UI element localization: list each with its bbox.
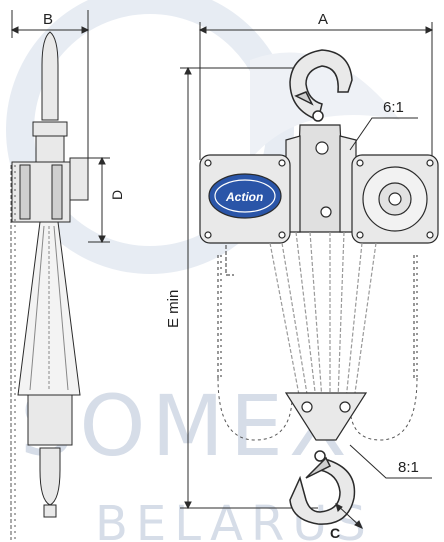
- dimension-e-min-label: E min: [165, 290, 182, 328]
- ratio-lower-leader: [349, 444, 432, 479]
- side-view-cone-line: [29, 225, 45, 391]
- dimension-a: [198, 22, 434, 160]
- dimension-c-label: C: [330, 525, 340, 541]
- side-view-bottom-hook: [39, 447, 61, 506]
- front-view-hand-chains: [217, 245, 418, 378]
- dimension-b: [10, 10, 90, 160]
- front-view-bottom-block: [284, 392, 368, 441]
- front-view-top-hook: [289, 49, 353, 122]
- hand-chain-slack-loops: [217, 377, 418, 441]
- ratio-upper-label: 6:1: [383, 99, 404, 116]
- side-view-chain-guide-right: [51, 164, 63, 220]
- load-chain-falls: [269, 231, 377, 401]
- dimension-c: [335, 503, 363, 529]
- hand-chain-left-link: [225, 245, 234, 276]
- side-view-chain-guide-left: [19, 164, 31, 220]
- top-hook-pin: [312, 110, 324, 122]
- dimension-d: [88, 156, 110, 244]
- brand-logo-text: Action: [225, 190, 263, 204]
- side-view-right-flange: [69, 157, 89, 201]
- side-view-hand-chain: [10, 165, 16, 540]
- front-view-frame: [285, 124, 357, 233]
- front-view-left-housing: [199, 154, 291, 244]
- side-view-top-nut: [32, 121, 68, 137]
- hand-wheel-hub: [388, 192, 402, 206]
- watermark-swoosh: [250, 52, 400, 160]
- side-view-bottom-block: [27, 394, 73, 446]
- dimension-b-label: B: [43, 11, 53, 28]
- side-view-cone-line: [53, 225, 69, 391]
- side-view: [11, 31, 89, 518]
- dimension-a-label: A: [318, 11, 328, 28]
- side-view-top-hook: [41, 31, 59, 121]
- side-view-bottom-hook-tip: [43, 504, 57, 518]
- watermark: SOMEX BELARUS: [6, 0, 400, 542]
- dimension-d-label: D: [109, 190, 125, 200]
- ratio-lower-label: 8:1: [398, 459, 419, 476]
- ratio-upper-leader: [349, 117, 418, 151]
- front-view-right-housing: [351, 154, 439, 244]
- brand-logo-badge: [208, 173, 282, 219]
